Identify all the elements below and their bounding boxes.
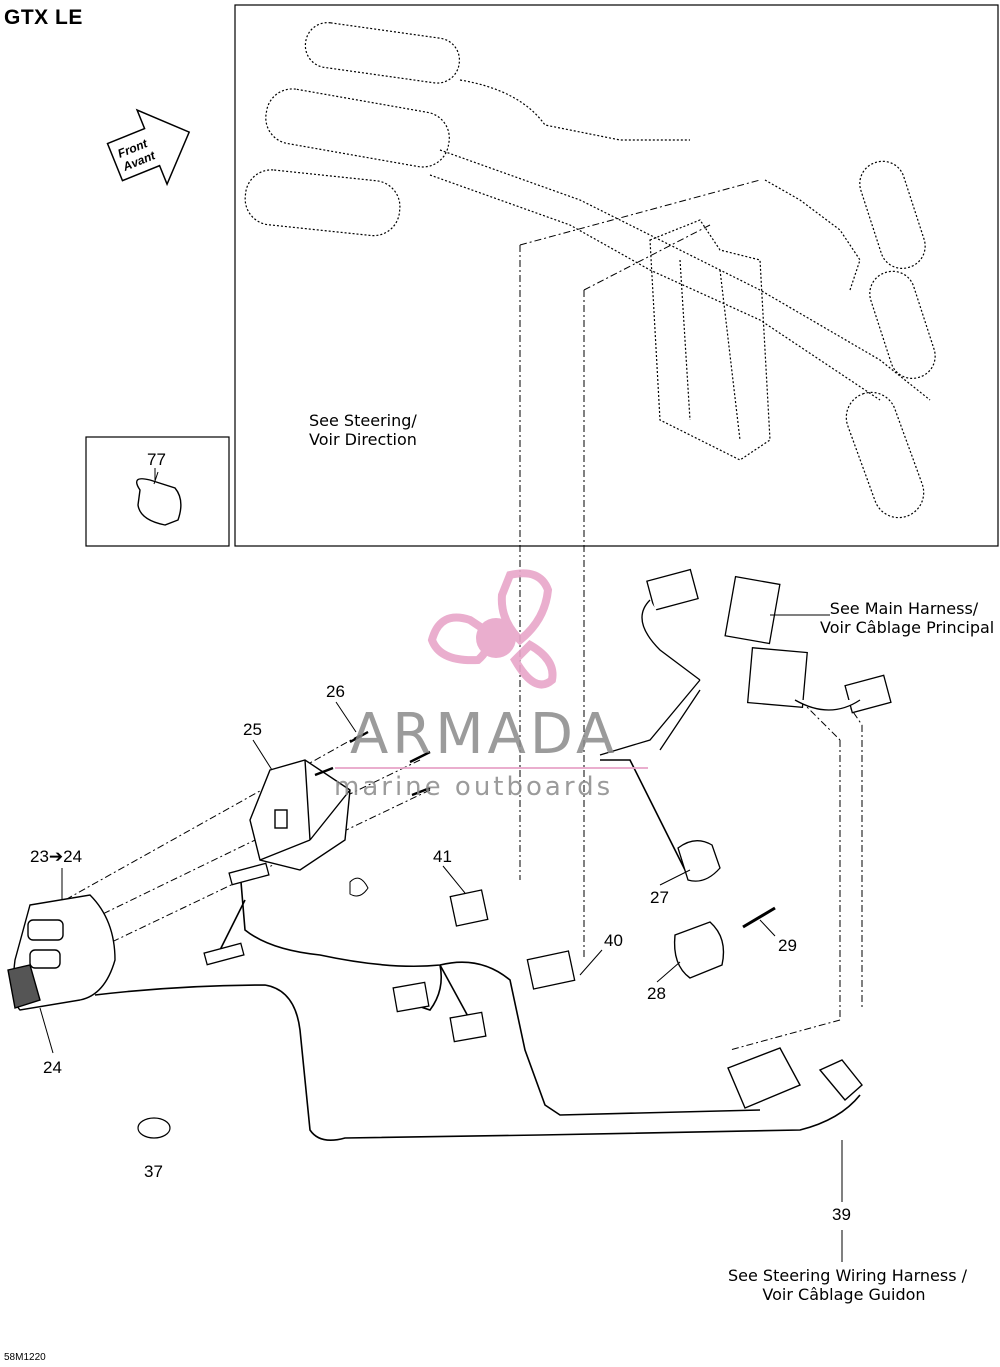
part-39-module bbox=[727, 1047, 863, 1109]
see-wiring-harness-line2: Voir Câblage Guidon bbox=[762, 1285, 926, 1304]
main-harness-connectors bbox=[599, 568, 892, 756]
callout-23-24: 23➔24 bbox=[30, 847, 83, 866]
part-29-pin bbox=[742, 906, 776, 929]
callout-29: 29 bbox=[778, 936, 797, 955]
handlebar-phantom bbox=[244, 22, 936, 519]
callout-24: 24 bbox=[43, 1058, 62, 1077]
see-main-harness-note: See Main Harness/ Voir Câblage Principal bbox=[820, 599, 995, 637]
callout-41: 41 bbox=[433, 847, 452, 866]
see-wiring-harness-note: See Steering Wiring Harness / Voir Câbla… bbox=[728, 1266, 968, 1304]
callout-27: 27 bbox=[650, 888, 669, 907]
steering-wiring-harness bbox=[94, 759, 861, 1141]
see-wiring-harness-line1: See Steering Wiring Harness / bbox=[728, 1266, 968, 1285]
see-steering-line1: See Steering/ bbox=[309, 411, 417, 430]
see-main-harness-line2: Voir Câblage Principal bbox=[820, 618, 995, 637]
steering-inset-frame bbox=[234, 4, 999, 547]
watermark-brand: ARMADA bbox=[350, 702, 619, 767]
watermark-propeller-icon bbox=[427, 569, 557, 689]
part-25-housing bbox=[249, 759, 351, 871]
front-direction-arrow: Front Avant bbox=[106, 108, 191, 187]
part-77-inset-frame bbox=[85, 436, 230, 547]
callout-40: 40 bbox=[604, 931, 623, 950]
part-77-clip bbox=[136, 478, 182, 526]
callout-28: 28 bbox=[647, 984, 666, 1003]
callout-26: 26 bbox=[326, 682, 345, 701]
callout-77: 77 bbox=[147, 450, 166, 469]
switch-housing bbox=[7, 894, 116, 1011]
drawing-code: 58M1220 bbox=[4, 1352, 46, 1363]
part-26-screws bbox=[314, 730, 431, 797]
harness-plugs bbox=[203, 840, 721, 1043]
model-title: GTX LE bbox=[4, 6, 83, 29]
see-steering-line2: Voir Direction bbox=[309, 430, 417, 449]
callout-leaders bbox=[39, 468, 843, 1262]
see-main-harness-line1: See Main Harness/ bbox=[829, 599, 979, 618]
watermark-tagline: marine outboards bbox=[334, 772, 614, 802]
see-steering-note: See Steering/ Voir Direction bbox=[309, 411, 417, 449]
part-28-cap bbox=[673, 921, 725, 979]
small-clip bbox=[349, 877, 369, 897]
callout-39: 39 bbox=[832, 1205, 851, 1224]
callout-25: 25 bbox=[243, 720, 262, 739]
part-37-pad bbox=[137, 1117, 171, 1139]
callout-37: 37 bbox=[144, 1162, 163, 1181]
